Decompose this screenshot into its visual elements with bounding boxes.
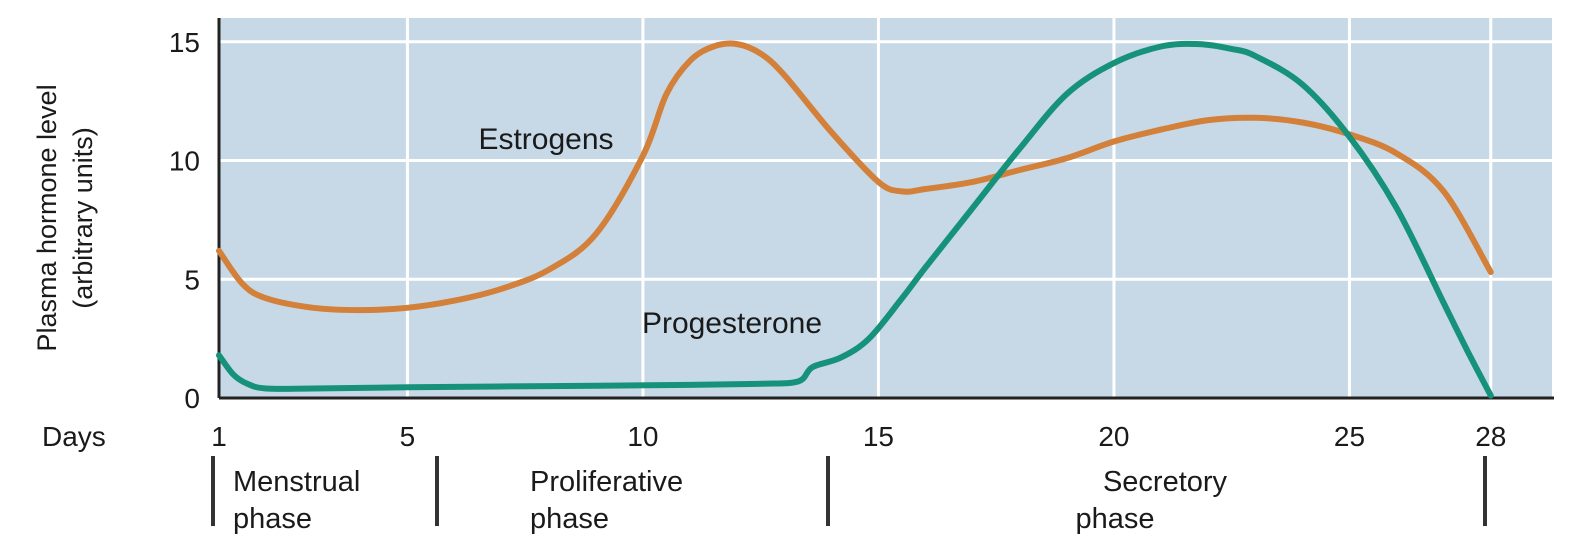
y-axis-title: Plasma hormone level(arbitrary units) — [32, 84, 98, 351]
phase-label: phase — [233, 503, 312, 535]
phase-label: Secretory — [1103, 466, 1228, 498]
y-tick-label: 0 — [184, 383, 200, 414]
x-axis-label: Days — [42, 421, 106, 452]
series-line-estrogens — [216, 40, 1494, 314]
y-tick-label: 15 — [169, 27, 200, 58]
y-tick-labels: 0 5 10 15 — [169, 27, 200, 414]
x-tick-label: 1 — [211, 421, 227, 452]
series-label-progesterone: Progesterone — [642, 307, 822, 340]
grid — [219, 18, 1552, 398]
y-tick-label: 10 — [169, 146, 200, 177]
phase-label: Menstrual — [233, 466, 360, 498]
phase-label: Proliferative — [530, 466, 683, 498]
y-tick-label: 5 — [184, 264, 200, 295]
y-axis-title-line: Plasma hormone level — [32, 84, 62, 351]
x-tick-label: 20 — [1098, 421, 1129, 452]
series-lines — [216, 40, 1494, 399]
x-tick-label: 10 — [627, 421, 658, 452]
phase-label: phase — [530, 503, 609, 535]
x-tick-label: 25 — [1334, 421, 1365, 452]
series-label-estrogens: Estrogens — [478, 123, 613, 156]
x-tick-label: 5 — [400, 421, 416, 452]
y-axis-title-line: (arbitrary units) — [68, 127, 98, 309]
phase-annotations: Menstrual phase Proliferative phase Secretor… — [211, 456, 1487, 535]
x-tick-label: 28 — [1475, 421, 1506, 452]
series-line-progesterone — [216, 40, 1494, 399]
phase-label: phase — [1075, 503, 1154, 535]
x-tick-label: 15 — [863, 421, 894, 452]
plot-area — [219, 18, 1552, 398]
